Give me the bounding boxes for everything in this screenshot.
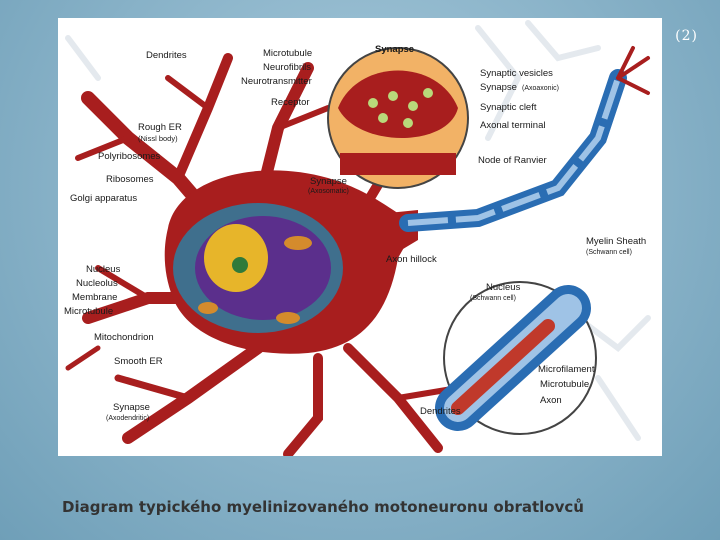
label-microtubule-left: Microtubule (64, 306, 113, 317)
label-golgi: Golgi apparatus (70, 193, 137, 204)
axon-core (407, 77, 621, 226)
label-receptor: Receptor (271, 97, 310, 108)
neuron-diagram: Dendrites Microtubule Neurofibrils Neuro… (58, 18, 662, 459)
label-dendrites-bottom: Dendrites (420, 406, 461, 417)
label-synapse-axosomatic: Synapse (310, 176, 347, 187)
label-axodendritic: (Axodendritic) (106, 415, 149, 422)
label-neurofibrils: Neurofibrils (263, 62, 311, 73)
label-dendrites-top: Dendrites (146, 50, 187, 61)
label-microtubule-inset: Microtubule (540, 379, 589, 390)
label-axon-hillock: Axon hillock (386, 254, 437, 265)
axon-terminal-branches (616, 46, 650, 95)
nucleolus-shape (232, 257, 248, 273)
label-synapse-axodendritic: Synapse (113, 402, 150, 413)
neuron-diagram-svg: Dendrites Microtubule Neurofibrils Neuro… (64, 20, 651, 459)
label-axosomatic: (Axosomatic) (308, 188, 349, 195)
label-synaptic-cleft: Synaptic cleft (480, 102, 537, 113)
label-microtubule-top: Microtubule (263, 48, 312, 59)
label-axoaxonic: (Axoaxonic) (522, 85, 559, 92)
label-polyribosomes: Polyribosomes (98, 151, 161, 162)
label-nucleus: Nucleus (86, 264, 121, 275)
label-microfilament: Microfilament (538, 364, 595, 375)
background-neurons (65, 20, 651, 441)
label-nissl-body: (Nissl body) (138, 134, 178, 143)
label-myelin-sheath: Myelin Sheath (586, 236, 646, 247)
label-synaptic-vesicles: Synaptic vesicles (480, 68, 553, 79)
label-neurotransmitter: Neurotransmitter (241, 76, 312, 87)
label-axonal-terminal: Axonal terminal (480, 120, 545, 131)
caption: Diagram typického myelinizovaného motone… (62, 498, 584, 516)
label-mitochondrion: Mitochondrion (94, 332, 154, 343)
label-membrane: Membrane (72, 292, 117, 303)
label-axon: Axon (540, 395, 562, 406)
label-node-of-ranvier: Node of Ranvier (478, 155, 547, 166)
label-schwann-cell-myelin: (Schwann cell) (586, 249, 632, 256)
slide-number: (2) (675, 28, 698, 44)
nucleus-shape (204, 224, 268, 292)
label-smooth-er: Smooth ER (114, 356, 163, 367)
label-synapse-axoaxonic: Synapse (480, 82, 517, 93)
label-nucleus-schwann: Nucleus (486, 282, 521, 293)
label-schwann-cell-nucleus: (Schwann cell) (470, 295, 516, 302)
label-synapse-inset-title: Synapse (375, 44, 414, 55)
myelin-inset (435, 281, 597, 435)
mitochondria (198, 236, 312, 324)
label-ribosomes: Ribosomes (106, 174, 154, 185)
synapse-inset (327, 47, 469, 189)
label-rough-er: Rough ER (138, 122, 182, 133)
label-nucleolus: Nucleolus (76, 278, 118, 289)
